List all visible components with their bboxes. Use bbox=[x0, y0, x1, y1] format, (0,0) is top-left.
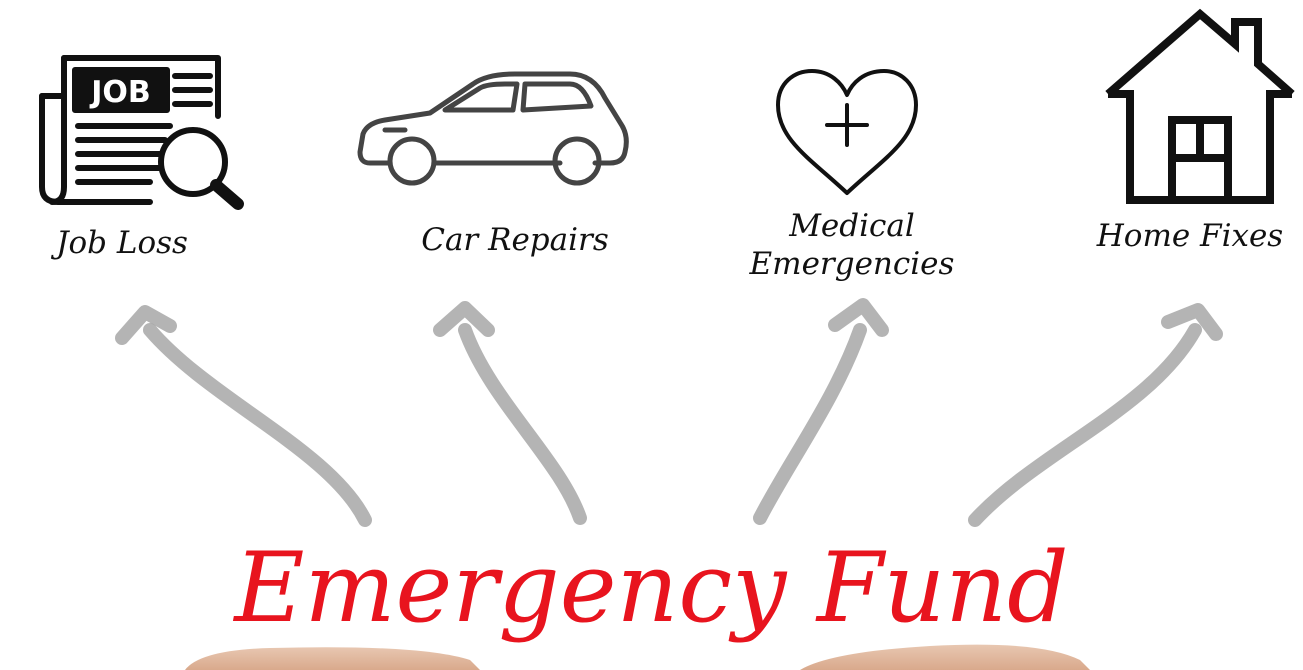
title: Emergency Fund bbox=[0, 533, 1303, 643]
